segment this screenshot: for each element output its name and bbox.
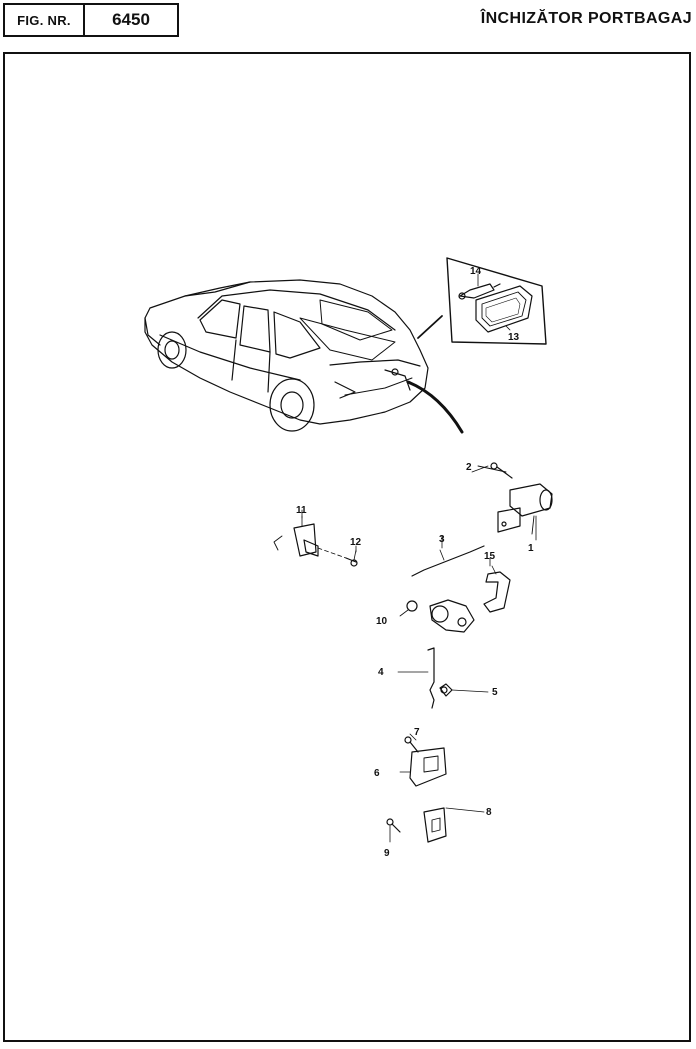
part-9-screw [386, 818, 401, 843]
part-15-bracket [483, 565, 511, 613]
callout-2: 2 [466, 462, 472, 473]
callout-4: 4 [378, 667, 384, 678]
figure-number-box: FIG. NR. 6450 [3, 3, 179, 37]
part-5-clip [439, 683, 489, 697]
callout-9: 9 [384, 848, 390, 859]
part-6-striker-plate [399, 747, 447, 787]
pointer-line-inset [417, 315, 443, 339]
callout-12: 12 [350, 537, 362, 548]
part-7-screw [404, 736, 419, 753]
callout-7: 7 [414, 727, 420, 738]
figure-label: FIG. NR. [5, 5, 85, 35]
part-2-screw [477, 462, 513, 479]
part-1-actuator [497, 483, 553, 535]
callout-10: 10 [376, 616, 388, 627]
part-12-screw [345, 549, 358, 567]
callout-6: 6 [374, 768, 380, 779]
car-illustration [144, 279, 429, 432]
part-8-bracket [423, 807, 485, 843]
callout-14: 14 [470, 266, 482, 277]
callout-13: 13 [508, 332, 520, 343]
part-4-rod [427, 647, 435, 709]
callout-11: 11 [296, 505, 307, 516]
figure-number: 6450 [112, 10, 150, 29]
part-11-lock-cylinder [273, 515, 347, 559]
callout-1: 1 [528, 543, 534, 554]
part-10-clip [399, 600, 418, 617]
page-title: ÎNCHIZĂTOR PORTBAGAJ [480, 10, 692, 27]
callout-8: 8 [486, 807, 492, 818]
part-3-rod [411, 545, 485, 577]
pointer-line [406, 380, 464, 434]
callout-5: 5 [492, 687, 498, 698]
callout-15: 15 [484, 551, 496, 562]
latch-assembly [429, 599, 475, 633]
callout-3: 3 [439, 534, 445, 545]
inset-lamp-detail [446, 257, 547, 345]
diagram-frame [3, 52, 691, 1042]
